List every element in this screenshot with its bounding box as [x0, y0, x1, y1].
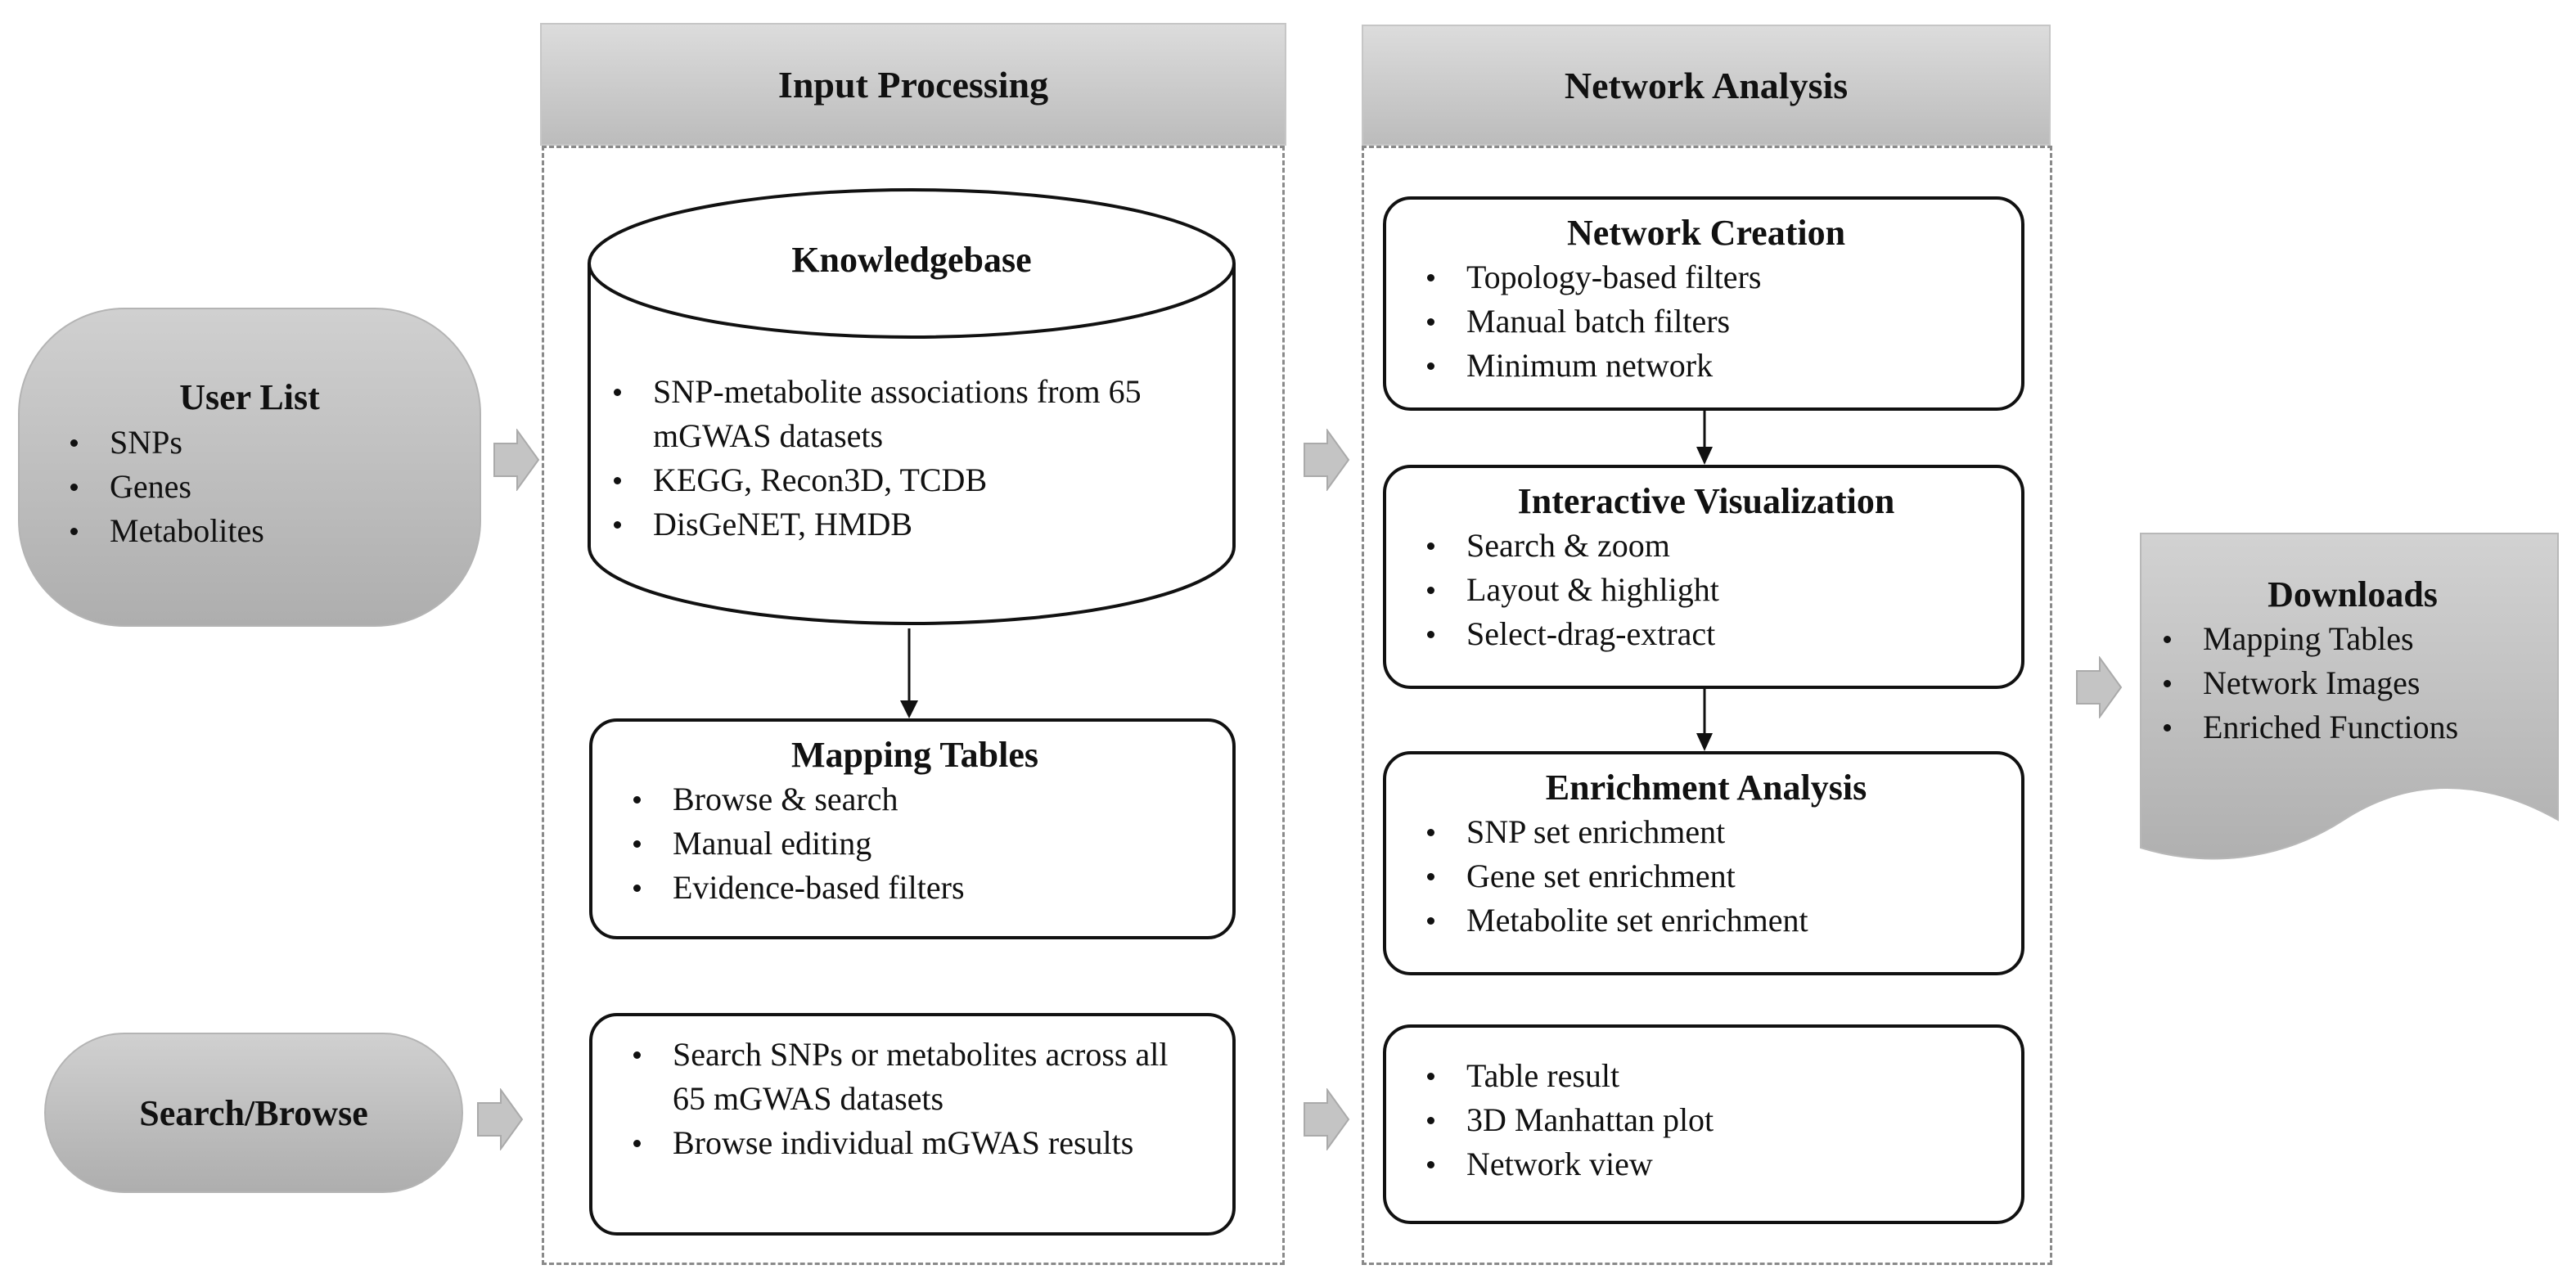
- downloads-title: Downloads: [2268, 574, 2438, 614]
- list-item: Mapping Tables: [2152, 617, 2553, 661]
- right-arrow-icon: [1304, 1088, 1350, 1150]
- list-item: KEGG, Recon3D, TCDB: [602, 458, 1241, 502]
- right-arrow-icon: [493, 429, 540, 491]
- list-item: Evidence-based filters: [622, 866, 1208, 910]
- interactive-visualization-box: Interactive Visualization Search & zoom …: [1383, 465, 2024, 689]
- search-browse-box[interactable]: Search/Browse: [44, 1033, 463, 1193]
- mapping-tables-title: Mapping Tables: [790, 735, 1039, 775]
- knowledgebase-title: Knowledgebase: [791, 240, 1032, 280]
- right-arrow-icon: [477, 1088, 524, 1150]
- list-item: 3D Manhattan plot: [1416, 1098, 1997, 1142]
- network-analysis-frame: [1362, 146, 2052, 1265]
- right-arrow-icon: [1304, 429, 1350, 491]
- list-item: SNP-metabolite associations from 65 mGWA…: [602, 370, 1241, 458]
- list-item: Network view: [1416, 1142, 1997, 1186]
- downloads-content: Downloads Mapping Tables Network Images …: [2152, 573, 2553, 750]
- knowledgebase-items: SNP-metabolite associations from 65 mGWA…: [602, 370, 1241, 547]
- user-list-box: User List SNPs Genes Metabolites: [18, 308, 481, 627]
- results-box: Table result 3D Manhattan plot Network v…: [1383, 1024, 2024, 1224]
- list-item: Search SNPs or metabolites across all 65…: [622, 1033, 1208, 1121]
- knowledgebase-to-mapping-arrow: [900, 628, 918, 718]
- network-creation-title: Network Creation: [1566, 213, 1846, 253]
- right-arrow-icon: [2076, 656, 2123, 718]
- list-item: Gene set enrichment: [1416, 854, 1997, 898]
- list-item: Network Images: [2152, 661, 2553, 705]
- list-item: Select-drag-extract: [1416, 612, 1997, 656]
- visualization-to-enrichment-arrow: [1696, 689, 1713, 751]
- network-creation-box: Network Creation Topology-based filters …: [1383, 196, 2024, 411]
- list-item: SNPs: [59, 421, 480, 465]
- list-item: SNP set enrichment: [1416, 810, 1997, 854]
- search-browse-label: Search/Browse: [139, 1092, 368, 1133]
- list-item: Genes: [59, 465, 480, 509]
- user-list-title: User List: [179, 377, 320, 417]
- list-item: Topology-based filters: [1416, 255, 1997, 299]
- enrichment-analysis-title: Enrichment Analysis: [1545, 768, 1867, 808]
- user-list-items: SNPs Genes Metabolites: [59, 421, 480, 553]
- list-item: Manual batch filters: [1416, 299, 1997, 344]
- list-item: Layout & highlight: [1416, 568, 1997, 612]
- knowledgebase-cylinder: [588, 188, 1236, 625]
- list-item: Metabolite set enrichment: [1416, 898, 1997, 943]
- list-item: Table result: [1416, 1054, 1997, 1098]
- interactive-visualization-title: Interactive Visualization: [1517, 481, 1895, 521]
- input-processing-frame: [542, 146, 1285, 1265]
- list-item: Metabolites: [59, 509, 480, 553]
- list-item: Enriched Functions: [2152, 705, 2553, 750]
- list-item: Manual editing: [622, 822, 1208, 866]
- search-description-box: Search SNPs or metabolites across all 65…: [589, 1013, 1236, 1236]
- mapping-tables-box: Mapping Tables Browse & search Manual ed…: [589, 718, 1236, 939]
- downloads-shape: [2140, 533, 2559, 860]
- input-processing-header: Input Processing: [540, 23, 1286, 146]
- list-item: Browse individual mGWAS results: [622, 1121, 1208, 1165]
- list-item: Search & zoom: [1416, 524, 1997, 568]
- list-item: Minimum network: [1416, 344, 1997, 388]
- creation-to-visualization-arrow: [1696, 411, 1713, 465]
- list-item: Browse & search: [622, 777, 1208, 822]
- list-item: DisGeNET, HMDB: [602, 502, 1241, 547]
- enrichment-analysis-box: Enrichment Analysis SNP set enrichment G…: [1383, 751, 2024, 975]
- network-analysis-header: Network Analysis: [1362, 25, 2051, 146]
